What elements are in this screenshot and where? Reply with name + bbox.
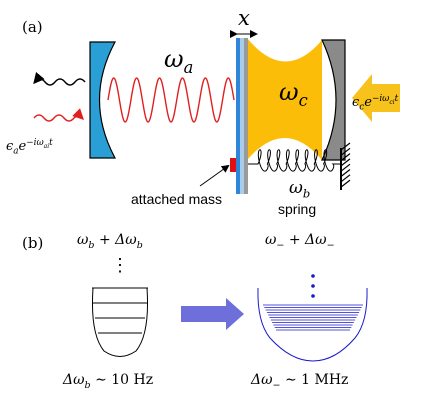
wall-hatch-line [340, 163, 351, 172]
right-mirror [321, 39, 346, 161]
mode-a-wave [107, 77, 235, 123]
left-bottom-label: Δωb ∼ 10 Hz [63, 372, 154, 391]
left-top-label: ωb + Δωb [77, 232, 143, 251]
potential-right [257, 287, 368, 362]
wall-hatch-line [340, 179, 351, 188]
wall-hatch-line [340, 153, 351, 162]
wall-hatch-line [340, 169, 351, 177]
spring-label: spring [278, 201, 317, 217]
mode-c-cavity [247, 38, 322, 160]
right-top-label: ω− + Δω− [265, 232, 335, 251]
output-wave-arrow [33, 71, 86, 86]
potential-left [92, 287, 148, 357]
drive-c-arrow [352, 74, 400, 122]
dot-1 [311, 274, 315, 278]
wall-hatch-line [340, 174, 351, 183]
wall-hatch-line [340, 158, 351, 167]
omega-c-label: ωc [279, 78, 308, 110]
drive-a-label: ϵae−iωait [6, 137, 53, 157]
transition-arrow [181, 298, 244, 330]
membrane-gray [244, 38, 248, 194]
dot-3 [311, 294, 315, 298]
input-wave-arrow [33, 108, 84, 122]
x-symbol: x [238, 6, 250, 30]
panel-a-label: (a) [22, 18, 43, 36]
attached-mass [230, 158, 236, 172]
levels-left [92, 287, 148, 334]
right-bottom-label: Δω− ∼ 1 MHz [251, 372, 349, 391]
membrane-light [240, 38, 244, 194]
levels-right [263, 304, 363, 331]
wall-hatch-line [340, 147, 351, 156]
attached-mass-pointer [199, 164, 230, 187]
dot-2 [311, 284, 315, 288]
membrane-blue [236, 38, 240, 194]
attached-mass-label: attached mass [131, 191, 223, 207]
wall-hatch [340, 142, 351, 188]
spring-coil [248, 149, 341, 172]
left-mirror [89, 41, 117, 159]
panel-b-label: (b) [22, 234, 44, 252]
left-dots: ⋮ [111, 255, 129, 276]
drive-c-label: ϵce−iωcit [352, 93, 399, 113]
wall-hatch-line [340, 142, 351, 151]
omega-b-label: ωb [289, 178, 311, 201]
omega-a-label: ωa [164, 45, 194, 77]
